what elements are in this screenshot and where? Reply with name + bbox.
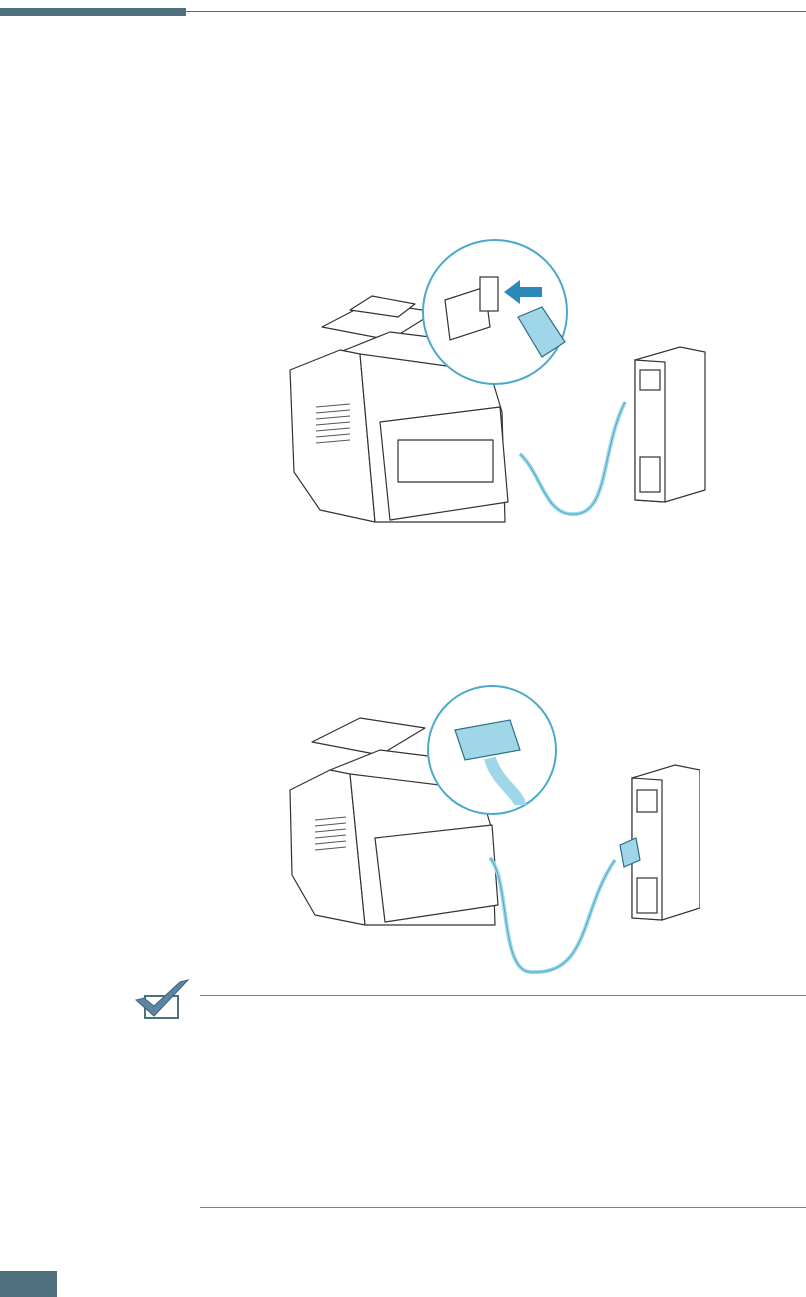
note-bottom-rule [200, 1207, 806, 1208]
note-top-rule [200, 995, 806, 996]
page-number-tab [0, 1271, 57, 1297]
header-accent-bar [0, 8, 186, 16]
usb-connection-illustration [280, 222, 725, 542]
header-rule [186, 11, 806, 12]
parallel-connection-illustration [280, 680, 700, 980]
checkmark-icon [130, 978, 192, 1022]
